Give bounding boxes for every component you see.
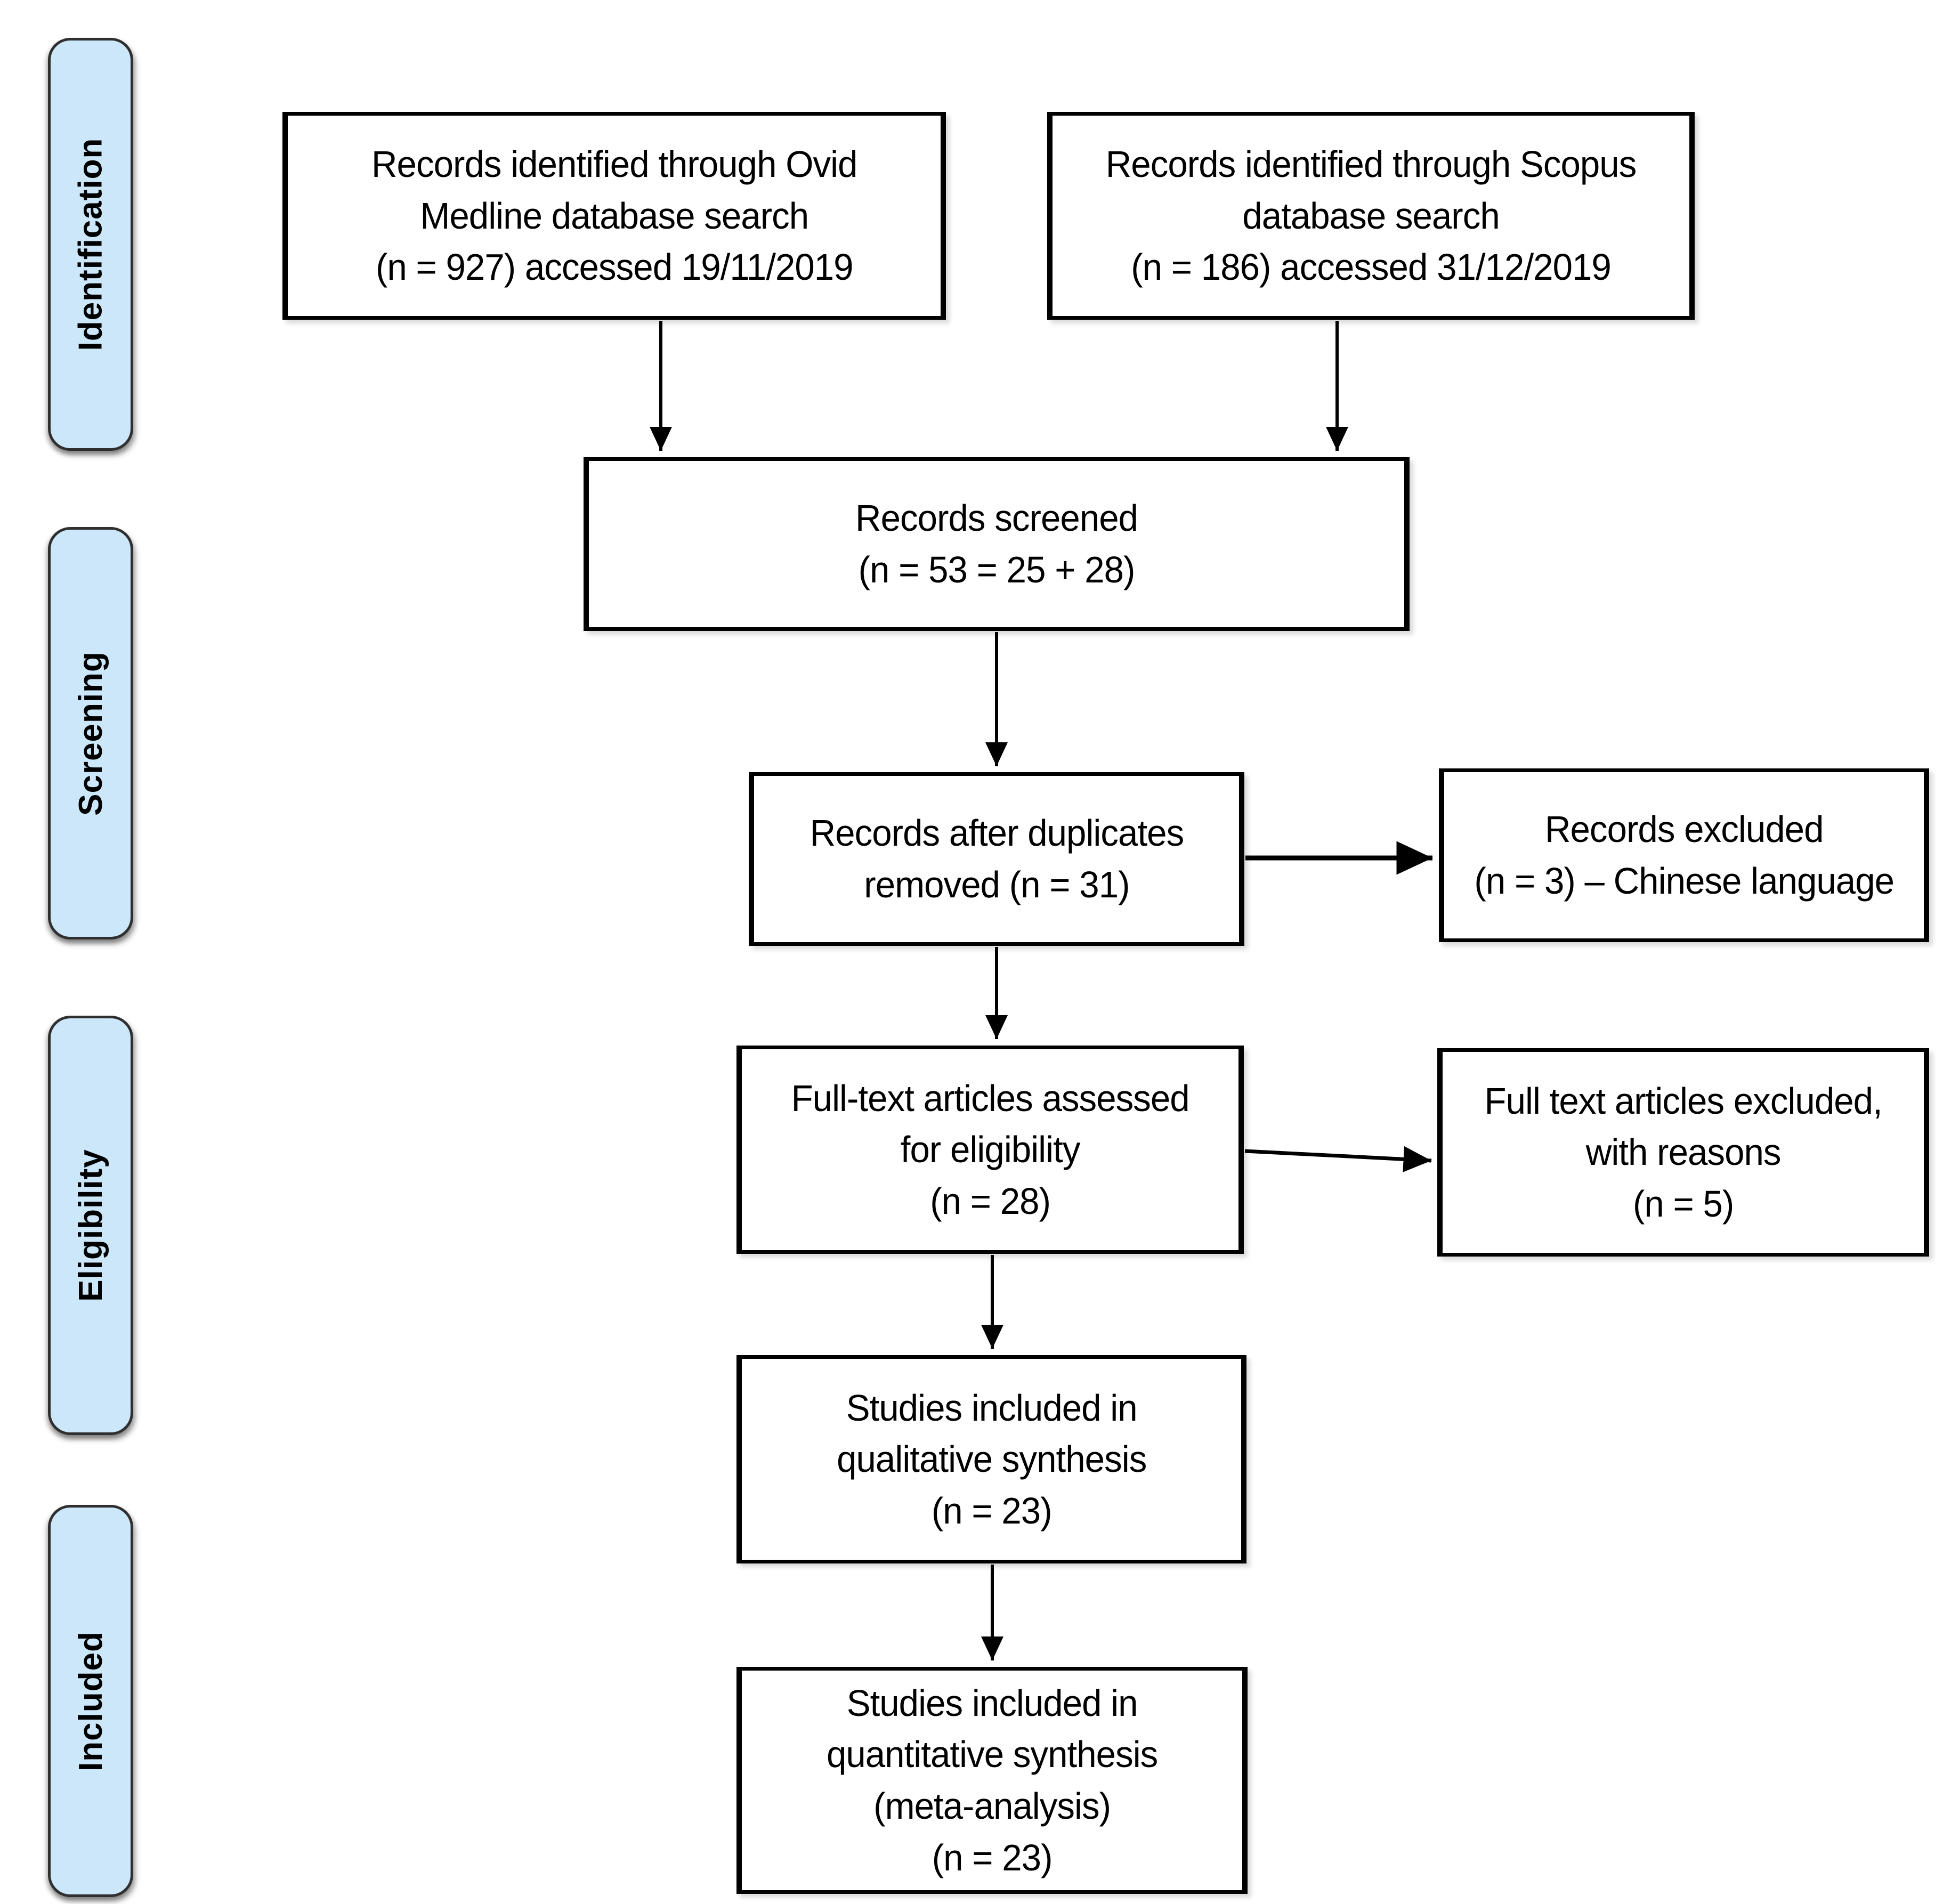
node-studies-quantitative-synthesis-text: Studies included in quantitative synthes…	[826, 1682, 1158, 1878]
node-records-identified-scopus-text: Records identified through Scopus databa…	[1105, 143, 1637, 288]
arrow-fulltext-to-fulltext-excluded	[1244, 1146, 1432, 1172]
node-studies-quantitative-synthesis: Studies included in quantitative synthes…	[736, 1667, 1248, 1894]
stage-screening-label: Screening	[72, 651, 109, 816]
node-records-screened: Records screened (n = 53 = 25 + 28)	[584, 457, 1410, 631]
node-fulltext-articles-assessed-text: Full-text articles assessed for eligibil…	[791, 1077, 1189, 1222]
node-studies-qualitative-synthesis: Studies included in qualitative synthesi…	[736, 1355, 1246, 1563]
stage-eligibility: Eligibility	[48, 1016, 133, 1435]
node-records-after-duplicates-removed: Records after duplicates removed (n = 31…	[749, 772, 1244, 946]
node-records-identified-ovid: Records identified through Ovid Medline …	[282, 112, 946, 320]
node-fulltext-articles-assessed: Full-text articles assessed for eligibil…	[736, 1046, 1244, 1254]
node-records-after-duplicates-removed-text: Records after duplicates removed (n = 31…	[809, 812, 1184, 905]
stage-identification: Identification	[48, 38, 133, 451]
node-studies-qualitative-synthesis-text: Studies included in qualitative synthesi…	[836, 1387, 1147, 1532]
node-records-excluded: Records excluded (n = 3) – Chinese langu…	[1439, 768, 1929, 942]
node-fulltext-articles-excluded-text: Full text articles excluded, with reason…	[1484, 1080, 1882, 1225]
node-records-excluded-text: Records excluded (n = 3) – Chinese langu…	[1474, 808, 1895, 902]
stage-included-label: Included	[72, 1631, 109, 1771]
node-records-identified-scopus: Records identified through Scopus databa…	[1047, 112, 1695, 320]
stage-included: Included	[48, 1505, 133, 1897]
node-records-identified-ovid-text: Records identified through Ovid Medline …	[371, 143, 858, 288]
stage-screening: Screening	[48, 527, 133, 939]
stage-identification-label: Identification	[72, 137, 109, 351]
node-fulltext-articles-excluded: Full text articles excluded, with reason…	[1437, 1048, 1929, 1257]
node-records-screened-text: Records screened (n = 53 = 25 + 28)	[855, 497, 1138, 590]
stage-eligibility-label: Eligibility	[72, 1149, 109, 1302]
